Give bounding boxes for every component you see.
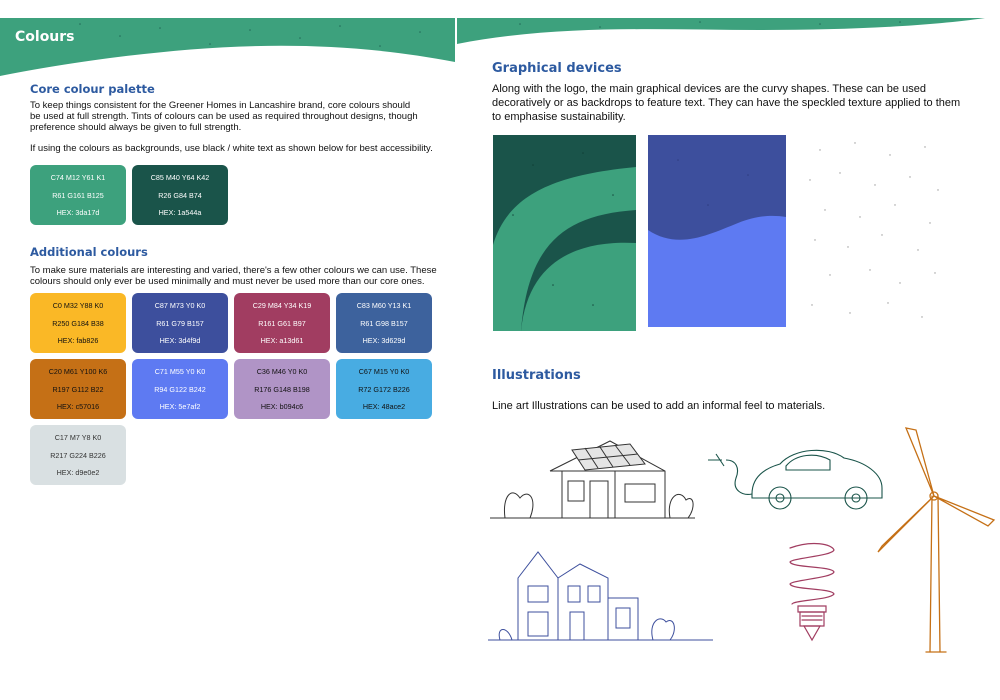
- banner-speckles: [79, 21, 901, 47]
- core-palette-note: If using the colours as backgrounds, use…: [30, 143, 433, 154]
- swatch-rgb: R94 G122 B242: [154, 384, 206, 394]
- additional-intro-line-2: colours should only ever be used minimal…: [30, 276, 425, 287]
- swatch-hex: HEX: b094c6: [260, 401, 304, 411]
- swatch-sky-blue: C67 M15 Y0 K0 R72 G172 B226 HEX: 48ace2: [336, 359, 432, 419]
- swatch-rgb: R161 G61 B97: [258, 318, 306, 328]
- banner-wave-left: [0, 18, 455, 76]
- swatch-hex: HEX: 3da17d: [56, 207, 100, 217]
- swatch-hex: HEX: 5e7af2: [159, 401, 201, 411]
- header-banner: [0, 18, 985, 76]
- graphical-devices-intro: Along with the logo, the main graphical …: [492, 82, 972, 124]
- page-section-title: Colours: [15, 29, 75, 45]
- swatch-hex: HEX: 3d4f9d: [159, 335, 201, 345]
- core-intro-line-2: be used at full strength. Tints of colou…: [30, 111, 418, 122]
- swatch-rgb: R72 G172 B226: [358, 384, 410, 394]
- swatch-core-dark-green: C85 M40 Y64 K42 R26 G84 B74 HEX: 1a544a: [132, 165, 228, 225]
- swatch-cmyk: C85 M40 Y64 K42: [150, 173, 210, 183]
- swatch-hex: HEX: c57016: [56, 401, 100, 411]
- swatch-rgb: R26 G84 B74: [158, 190, 202, 200]
- swatch-cmyk: C67 M15 Y0 K0: [358, 367, 410, 377]
- swatch-light-grey: C17 M7 Y8 K0 R217 G224 B226 HEX: d9e0e2: [30, 425, 126, 485]
- swatch-hex: HEX: a13d61: [260, 335, 304, 345]
- graphical-intro-line-2: decoratively or as backdrops to feature …: [492, 97, 961, 109]
- swatch-rgb: R250 G184 B38: [52, 318, 104, 328]
- swatch-bright-blue: C71 M55 Y0 K0 R94 G122 B242 HEX: 5e7af2: [132, 359, 228, 419]
- swatch-cmyk: C29 M84 Y34 K19: [252, 301, 312, 311]
- swatch-yellow: C0 M32 Y88 K0 R250 G184 B38 HEX: fab826: [30, 293, 126, 353]
- additional-colours-heading: Additional colours: [30, 245, 148, 259]
- wind-turbine-illustration: [877, 427, 996, 653]
- swatch-berry: C29 M84 Y34 K19 R161 G61 B97 HEX: a13d61: [234, 293, 330, 353]
- swatch-hex: HEX: 1a544a: [158, 207, 202, 217]
- additional-colours-intro: To make sure materials are interesting a…: [30, 265, 460, 287]
- swatch-rgb: R197 G112 B22: [52, 384, 104, 394]
- core-palette-intro: To keep things consistent for the Greene…: [30, 100, 450, 133]
- graphical-intro-line-3: to emphasise sustainability.: [492, 111, 626, 123]
- core-intro-line-1: To keep things consistent for the Greene…: [30, 100, 411, 111]
- light-bulb-illustration: [789, 542, 835, 642]
- illustrations-heading: Illustrations: [492, 368, 581, 383]
- swatch-cmyk: C83 M60 Y13 K1: [356, 301, 412, 311]
- electric-car-illustration: [708, 449, 883, 510]
- swatch-cmyk: C74 M12 Y61 K1: [50, 173, 106, 183]
- speckled-texture-panel: [809, 142, 939, 318]
- swatch-hex: HEX: 48ace2: [362, 401, 406, 411]
- swatch-rgb: R61 G79 B157: [156, 318, 204, 328]
- core-palette-heading: Core colour palette: [30, 82, 155, 96]
- curvy-shape-green-panel: [493, 135, 636, 331]
- illustrations-intro: Line art Illustrations can be used to ad…: [492, 400, 826, 412]
- swatch-cmyk: C17 M7 Y8 K0: [54, 433, 102, 443]
- swatch-hex: HEX: d9e0e2: [56, 467, 100, 477]
- swatch-cmyk: C0 M32 Y88 K0: [52, 301, 104, 311]
- swatch-lilac: C36 M46 Y0 K0 R176 G148 B198 HEX: b094c6: [234, 359, 330, 419]
- graphical-intro-line-1: Along with the logo, the main graphical …: [492, 83, 926, 95]
- curvy-shape-blue-panel: [648, 135, 786, 327]
- swatch-mid-blue: C83 M60 Y13 K1 R61 G98 B157 HEX: 3d629d: [336, 293, 432, 353]
- additional-intro-line-1: To make sure materials are interesting a…: [30, 265, 437, 276]
- swatch-cmyk: C20 M61 Y100 K6: [48, 367, 108, 377]
- graphical-devices-heading: Graphical devices: [492, 61, 622, 76]
- core-intro-line-3: preference should always be given to ful…: [30, 122, 242, 133]
- swatch-cmyk: C87 M73 Y0 K0: [154, 301, 206, 311]
- swatch-hex: HEX: fab826: [57, 335, 99, 345]
- swatch-cmyk: C71 M55 Y0 K0: [154, 367, 206, 377]
- swatch-core-green: C74 M12 Y61 K1 R61 G161 B125 HEX: 3da17d: [30, 165, 126, 225]
- swatch-rgb: R61 G161 B125: [52, 190, 104, 200]
- solar-house-illustration: [490, 440, 695, 519]
- swatch-cmyk: C36 M46 Y0 K0: [256, 367, 308, 377]
- swatch-rgb: R61 G98 B157: [360, 318, 408, 328]
- swatch-rgb: R217 G224 B226: [50, 450, 106, 460]
- swatch-orange: C20 M61 Y100 K6 R197 G112 B22 HEX: c5701…: [30, 359, 126, 419]
- swatch-hex: HEX: 3d629d: [362, 335, 406, 345]
- banner-wave-right: [457, 18, 985, 44]
- townhouse-illustration: [488, 551, 713, 641]
- swatch-rgb: R176 G148 B198: [254, 384, 310, 394]
- swatch-navy: C87 M73 Y0 K0 R61 G79 B157 HEX: 3d4f9d: [132, 293, 228, 353]
